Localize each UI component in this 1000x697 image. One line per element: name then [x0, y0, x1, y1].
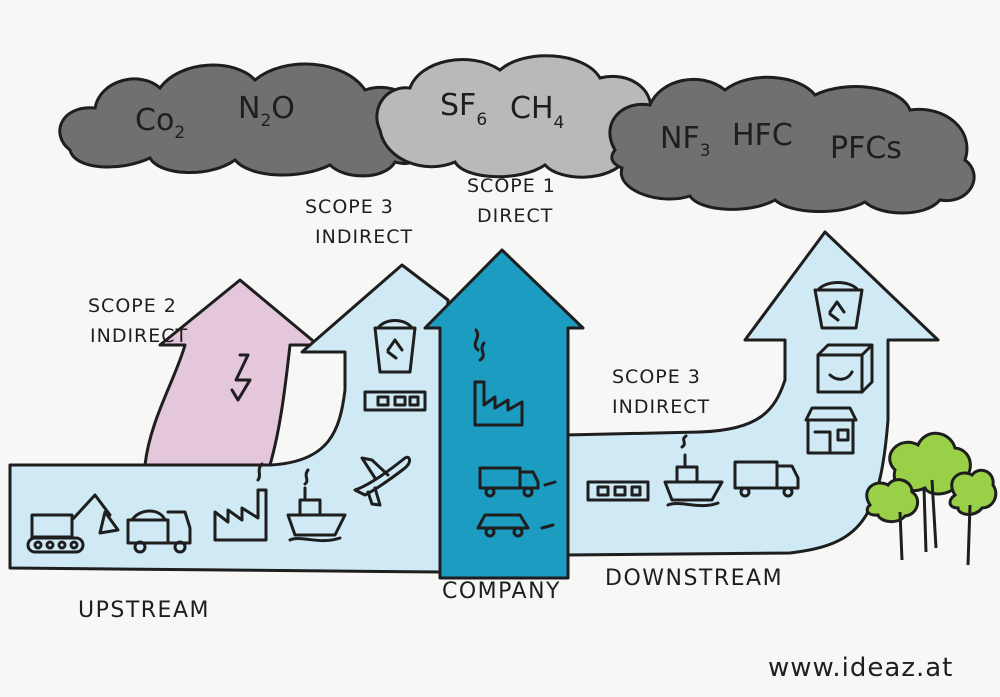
lightning-icon — [230, 353, 252, 402]
recycle-bin-icon-upstream — [373, 319, 417, 374]
airplane-icon — [353, 455, 411, 507]
scope1-kind: DIRECT — [477, 205, 553, 227]
upstream-flow — [8, 263, 450, 574]
gas-ch4: CH4 — [510, 91, 564, 133]
car-icon — [476, 513, 555, 538]
ship-icon-upstream — [286, 468, 347, 543]
scope1-title: SCOPE 1 — [467, 175, 556, 197]
scope2-arrow — [143, 278, 320, 467]
container-icon-upstream — [363, 390, 427, 412]
box-icon — [816, 343, 874, 394]
excavator-icon — [26, 493, 120, 554]
factory-icon — [213, 462, 268, 542]
cloud-right — [608, 75, 976, 215]
smoke-icon — [473, 328, 486, 362]
company-arrow — [423, 248, 585, 580]
scope3-upstream-title: SCOPE 3 — [305, 196, 394, 218]
gas-hfc: HFC — [732, 118, 793, 153]
gas-pfcs: PFCs — [830, 131, 902, 166]
shop-icon — [804, 406, 858, 455]
ship-icon-downstream — [663, 434, 724, 508]
truck-icon — [126, 509, 192, 554]
gas-nf3: NF3 — [660, 121, 711, 161]
scope3-downstream-kind: INDIRECT — [612, 396, 710, 418]
recycle-bin-icon-downstream — [813, 281, 864, 330]
scope3-upstream-kind: INDIRECT — [315, 226, 413, 248]
container-icon-downstream — [586, 480, 650, 502]
delivery-truck-icon-company — [478, 466, 557, 498]
scope2-kind: INDIRECT — [90, 325, 188, 347]
tree-icon — [865, 431, 998, 566]
scope3-downstream-title: SCOPE 3 — [612, 366, 701, 388]
factory-icon-company — [473, 380, 524, 427]
downstream-label: DOWNSTREAM — [605, 566, 783, 591]
scope2-title: SCOPE 2 — [88, 295, 177, 317]
delivery-truck-icon-downstream — [733, 460, 800, 498]
gas-n2o: N2O — [238, 91, 295, 131]
company-label: COMPANY — [442, 579, 561, 604]
upstream-label: UPSTREAM — [78, 598, 210, 623]
gas-co2: Co2 — [135, 103, 185, 143]
footer-url: www.ideaz.at — [768, 653, 953, 683]
gas-sf6: SF6 — [440, 88, 487, 130]
